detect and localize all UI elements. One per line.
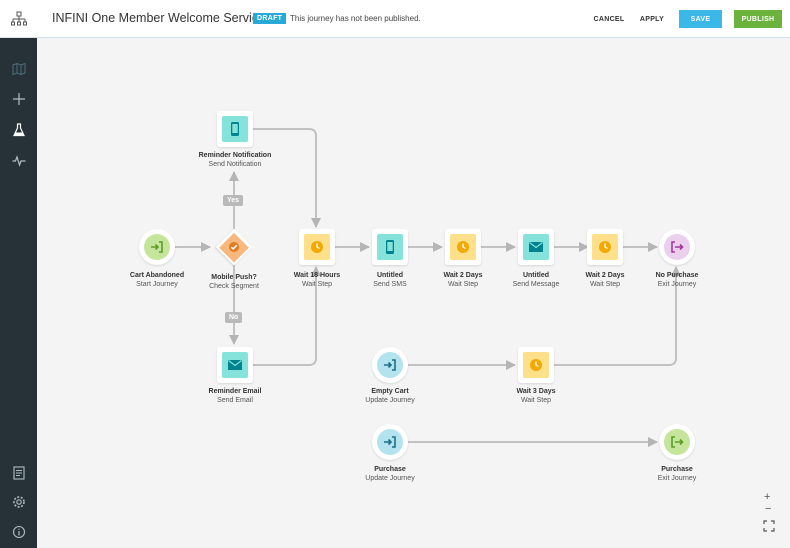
empty-cart-label: Empty Cart Update Journey (365, 388, 415, 404)
pulse-icon[interactable] (9, 151, 29, 171)
empty-cart-node[interactable] (372, 347, 408, 383)
reminder-notification-node[interactable] (217, 111, 253, 147)
envelope-icon (222, 352, 248, 378)
untitled-sms-node[interactable] (372, 229, 408, 265)
untitled-sms-label: Untitled Send SMS (373, 272, 407, 288)
org-chart-logo[interactable] (0, 0, 37, 38)
mobile-push-label: Mobile Push? Check Segment (209, 274, 259, 290)
gear-icon[interactable] (9, 492, 29, 512)
enter-icon (377, 352, 403, 378)
exit-icon (664, 234, 690, 260)
wait-2-days-node[interactable] (445, 229, 481, 265)
yes-branch-label: Yes (223, 195, 244, 206)
mobile-phone-icon (222, 116, 248, 142)
untitled-message-node[interactable] (518, 229, 554, 265)
cancel-button[interactable]: CANCEL (593, 15, 625, 23)
no-branch-label: No (225, 312, 243, 323)
clock-icon (450, 234, 476, 260)
wait-18-hours-label: Wait 18 Hours Wait Step (293, 272, 341, 288)
journey-title: INFINI One Member Welcome Services (52, 11, 272, 25)
journey-canvas[interactable]: Cart Abandoned Start Journey Mobile Push… (37, 39, 790, 548)
top-bar: INFINI One Member Welcome Services DRAFT… (37, 0, 790, 38)
info-icon[interactable] (9, 522, 29, 542)
apply-button[interactable]: APPLY (639, 15, 665, 23)
fit-screen-icon[interactable] (763, 520, 775, 535)
purchase-update-node[interactable] (372, 424, 408, 460)
status-badge: DRAFT (253, 13, 287, 24)
wait-2-days-label: Wait 2 Days Wait Step (443, 272, 483, 288)
cart-abandoned-node[interactable] (139, 229, 175, 265)
wait-2-days-node[interactable] (587, 229, 623, 265)
document-icon[interactable] (9, 463, 29, 483)
mobile-push-decision-node[interactable] (215, 228, 253, 266)
mobile-phone-icon (377, 234, 403, 260)
no-purchase-exit-node[interactable] (659, 229, 695, 265)
reminder-email-label: Reminder Email Send Email (208, 388, 262, 404)
purchase-update-label: Purchase Update Journey (365, 466, 415, 482)
enter-icon (144, 234, 170, 260)
map-icon[interactable] (9, 59, 29, 79)
cart-abandoned-label: Cart Abandoned Start Journey (129, 272, 185, 288)
clock-icon (304, 234, 330, 260)
wait-3-days-label: Wait 3 Days Wait Step (516, 388, 556, 404)
publish-button[interactable]: PUBLISH (734, 10, 782, 28)
reminder-email-node[interactable] (217, 347, 253, 383)
envelope-icon (523, 234, 549, 260)
wait-3-days-node[interactable] (518, 347, 554, 383)
flask-icon[interactable] (9, 120, 29, 140)
hierarchy-icon (10, 11, 27, 25)
connector-lines (175, 128, 681, 447)
sidebar (0, 0, 37, 548)
save-button[interactable]: SAVE (679, 10, 722, 28)
clock-icon (592, 234, 618, 260)
reminder-notification-label: Reminder Notification Send Notification (198, 152, 272, 168)
purchase-exit-label: Purchase Exit Journey (657, 466, 697, 482)
exit-icon (664, 429, 690, 455)
untitled-message-label: Untitled Send Message (512, 272, 560, 288)
clock-icon (523, 352, 549, 378)
status-text: This journey has not been published. (290, 14, 421, 23)
zoom-in-button[interactable]: + (764, 491, 771, 503)
check-icon (229, 242, 239, 252)
zoom-out-button[interactable]: − (765, 503, 772, 515)
wait-18-hours-node[interactable] (299, 229, 335, 265)
enter-icon (377, 429, 403, 455)
plus-icon[interactable] (9, 89, 29, 109)
wait-2-days-label: Wait 2 Days Wait Step (585, 272, 625, 288)
no-purchase-label: No Purchase Exit Journey (655, 272, 699, 288)
purchase-exit-node[interactable] (659, 424, 695, 460)
